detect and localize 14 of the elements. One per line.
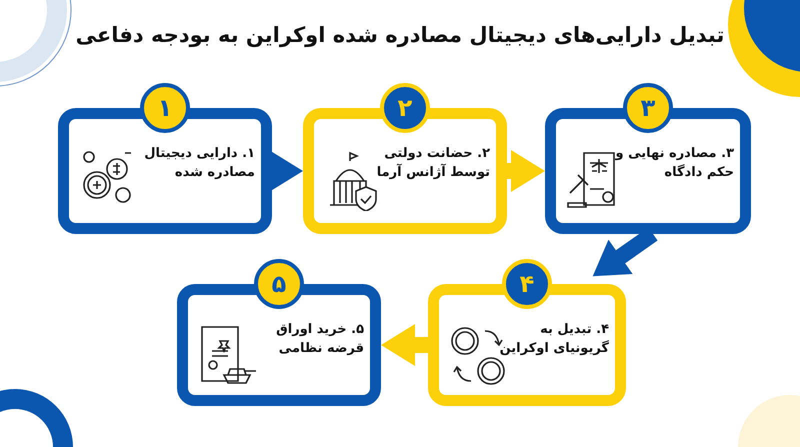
step-label: ۳. مصادره نهایی و حکم دادگاه bbox=[614, 145, 734, 182]
step-label: ۱. دارایی دیجیتال مصادره شده bbox=[143, 145, 255, 182]
step-number-badge: ۵ bbox=[254, 259, 304, 309]
step-number-badge: ۱ bbox=[140, 83, 190, 133]
step-label: ۲. حضانت دولتی توسط آژانس آرما bbox=[376, 145, 490, 182]
step-number-badge: ۴ bbox=[502, 259, 552, 309]
step-label: ۴. تبدیل به گریونیای اوکراین bbox=[498, 321, 609, 358]
step-number-badge: ۲ bbox=[380, 83, 430, 133]
flow-arrow bbox=[269, 150, 303, 192]
step-number-badge: ۳ bbox=[623, 83, 673, 133]
flow-arrow bbox=[381, 324, 428, 366]
title: تبدیل دارایی‌های دیجیتال مصادره شده اوکراین به بودجه دفاعی bbox=[74, 22, 726, 48]
step-label: ۵. خرید اوراق قرضه نظامی bbox=[275, 321, 364, 358]
flow-arrow bbox=[507, 150, 545, 192]
